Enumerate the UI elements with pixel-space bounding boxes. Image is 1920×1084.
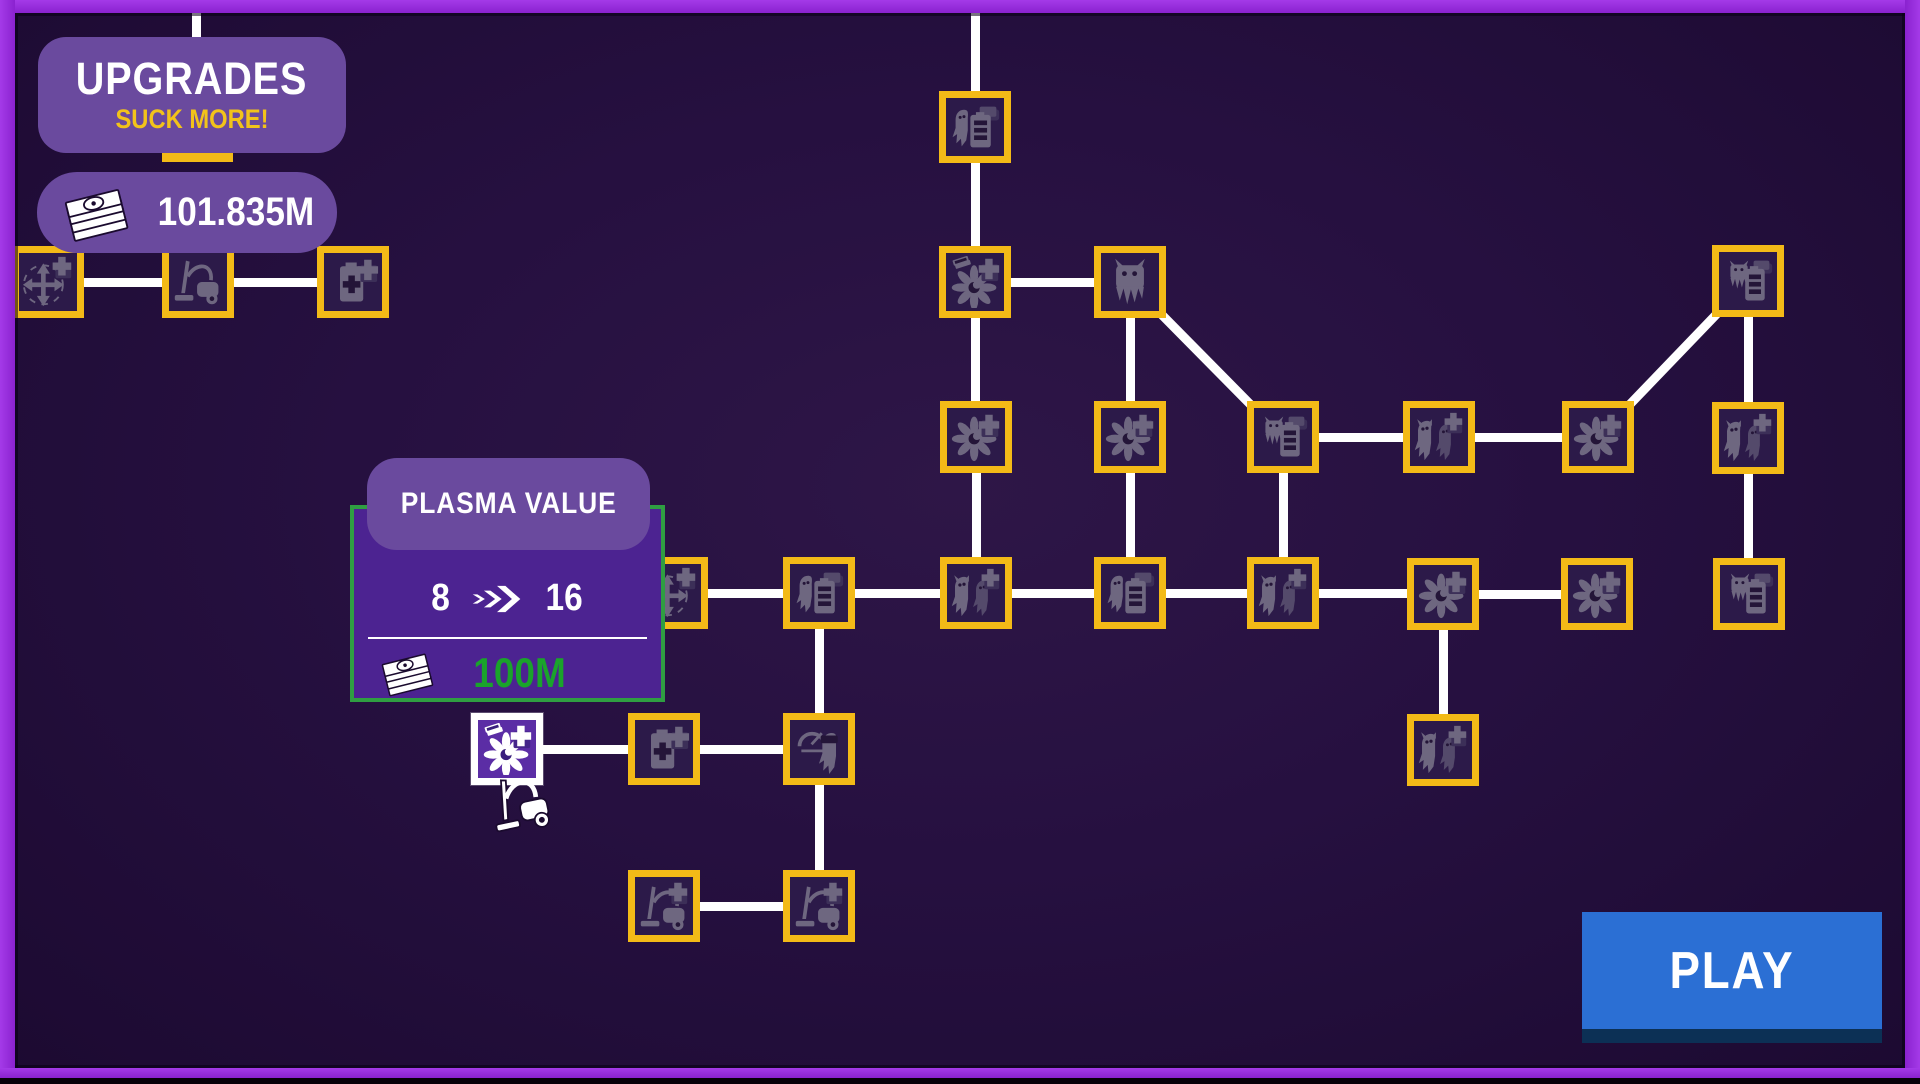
screen-frame-left	[0, 0, 15, 1078]
move-plus-icon	[646, 567, 696, 618]
tree-connector	[1438, 594, 1448, 750]
plasma-plus-icon	[1418, 571, 1467, 619]
value-before: 8	[431, 577, 450, 619]
plasma-plus-icon	[1572, 571, 1621, 619]
screen-frame-edge	[0, 1078, 1920, 1084]
upgrade-node-top-ghost-battery[interactable]	[939, 91, 1011, 163]
tree-connector	[970, 282, 980, 437]
hidden-node-top-border	[162, 153, 233, 162]
money-amount: 101.835M	[157, 190, 315, 234]
tree-connector	[1743, 281, 1753, 438]
cash-stack-icon	[381, 653, 434, 697]
upgrade-node-battery-plus-left[interactable]	[317, 246, 389, 318]
ghosts-plus-icon	[1258, 568, 1307, 617]
tree-connector	[814, 749, 824, 906]
move-plus-icon	[22, 256, 72, 307]
upgrade-node-ghosts-c6[interactable]	[1712, 402, 1784, 474]
upgrade-value-change: 8 16	[354, 577, 661, 620]
play-button[interactable]: PLAY	[1582, 912, 1882, 1043]
plasma-plus-icon	[1573, 414, 1622, 462]
upgrade-node-ghosts-d3[interactable]	[940, 557, 1012, 629]
play-button-base	[1582, 1029, 1882, 1043]
tree-connector	[971, 437, 981, 593]
ghost-battery-icon	[1107, 572, 1155, 614]
tree-connector	[1443, 589, 1597, 599]
cost-amount: 100M	[473, 649, 566, 696]
money-display: 101.835M	[37, 172, 337, 253]
upgrade-node-bat-battery-d8[interactable]	[1713, 558, 1785, 630]
plasma-money-plus-icon	[483, 723, 532, 775]
upgrade-node-plasma-c2[interactable]	[1094, 401, 1166, 473]
ghosts-plus-icon	[1418, 725, 1467, 774]
plasma-plus-icon	[951, 414, 1000, 462]
ghost-battery-icon	[952, 106, 1000, 148]
upgrade-node-gauge-ghost-e3[interactable]	[783, 713, 855, 785]
vacuum-plus-icon	[795, 882, 843, 931]
upgrade-node-ghosts-c4[interactable]	[1403, 401, 1475, 473]
upgrade-node-plasma-d7[interactable]	[1561, 558, 1633, 630]
value-after: 16	[545, 577, 583, 619]
tooltip-title: PLASMA VALUE	[400, 487, 617, 520]
tree-connector	[1125, 282, 1135, 437]
upgrade-node-plasma-c5[interactable]	[1562, 401, 1634, 473]
upgrade-node-ghost-battery-d2[interactable]	[783, 557, 855, 629]
ghosts-plus-icon	[951, 568, 1000, 617]
bat-battery-icon	[1264, 416, 1308, 457]
plasma-money-plus-icon	[951, 256, 1000, 308]
bat-icon	[1115, 258, 1145, 305]
upgrade-node-plasma-c1[interactable]	[940, 401, 1012, 473]
upgrade-node-plasma-money-top[interactable]	[939, 246, 1011, 318]
tree-connector	[975, 277, 1130, 287]
upgrades-header-panel: UPGRADES SUCK MORE!	[38, 37, 346, 153]
upgrade-node-vacuum-plus-f2[interactable]	[783, 870, 855, 942]
tree-connector	[664, 901, 819, 911]
ghosts-plus-icon	[1414, 412, 1463, 461]
upgrade-node-ghosts-d5[interactable]	[1247, 557, 1319, 629]
screen-frame-top	[0, 0, 1920, 13]
upgrade-node-vacuum-plus-f1[interactable]	[628, 870, 700, 942]
cash-stack-icon	[64, 188, 129, 242]
screen-frame-right	[1905, 0, 1920, 1078]
battery-plus-icon	[651, 726, 690, 769]
screen-frame-bottom	[0, 1068, 1920, 1078]
upgrade-node-bat-battery-c3[interactable]	[1247, 401, 1319, 473]
play-button-label: PLAY	[1669, 941, 1795, 1000]
battery-plus-icon	[340, 259, 379, 302]
tooltip-divider	[368, 637, 647, 639]
tooltip-title-pill: PLASMA VALUE	[367, 458, 650, 550]
upgrade-node-plasma-d6[interactable]	[1407, 558, 1479, 630]
tree-connector	[1278, 437, 1288, 593]
page-subtitle: SUCK MORE!	[115, 104, 269, 135]
upgrade-node-ghost-battery-d4[interactable]	[1094, 557, 1166, 629]
upgrade-node-plasma-value-selected[interactable]	[471, 713, 543, 785]
tree-connector	[1283, 588, 1443, 598]
triple-chevron-icon	[472, 585, 521, 612]
upgrade-node-battery-plus-e2[interactable]	[628, 713, 700, 785]
vacuum-plus-icon	[640, 882, 688, 931]
tree-connector	[1439, 432, 1598, 442]
vacuum-cursor-icon	[480, 764, 558, 842]
tree-connector	[814, 593, 824, 749]
tree-connector	[1743, 438, 1753, 594]
bat-battery-icon	[1729, 260, 1773, 301]
gauge-ghost-icon	[797, 731, 838, 774]
upgrade-cost: 100M	[354, 645, 661, 701]
upgrade-node-vacuum-left[interactable]	[162, 246, 234, 318]
upgrade-node-move-plus-left[interactable]	[12, 246, 84, 318]
upgrade-node-ghosts-e4[interactable]	[1407, 714, 1479, 786]
tree-connector	[1125, 437, 1135, 593]
plasma-plus-icon	[1105, 414, 1154, 462]
upgrade-node-bat-battery-topright[interactable]	[1712, 245, 1784, 317]
vacuum-icon	[174, 260, 219, 305]
upgrade-node-bat-top[interactable]	[1094, 246, 1166, 318]
tree-connector	[1283, 432, 1439, 442]
page-title: UPGRADES	[76, 52, 308, 104]
bat-battery-icon	[1730, 573, 1774, 614]
ghosts-plus-icon	[1723, 413, 1772, 462]
ghost-battery-icon	[796, 572, 844, 614]
